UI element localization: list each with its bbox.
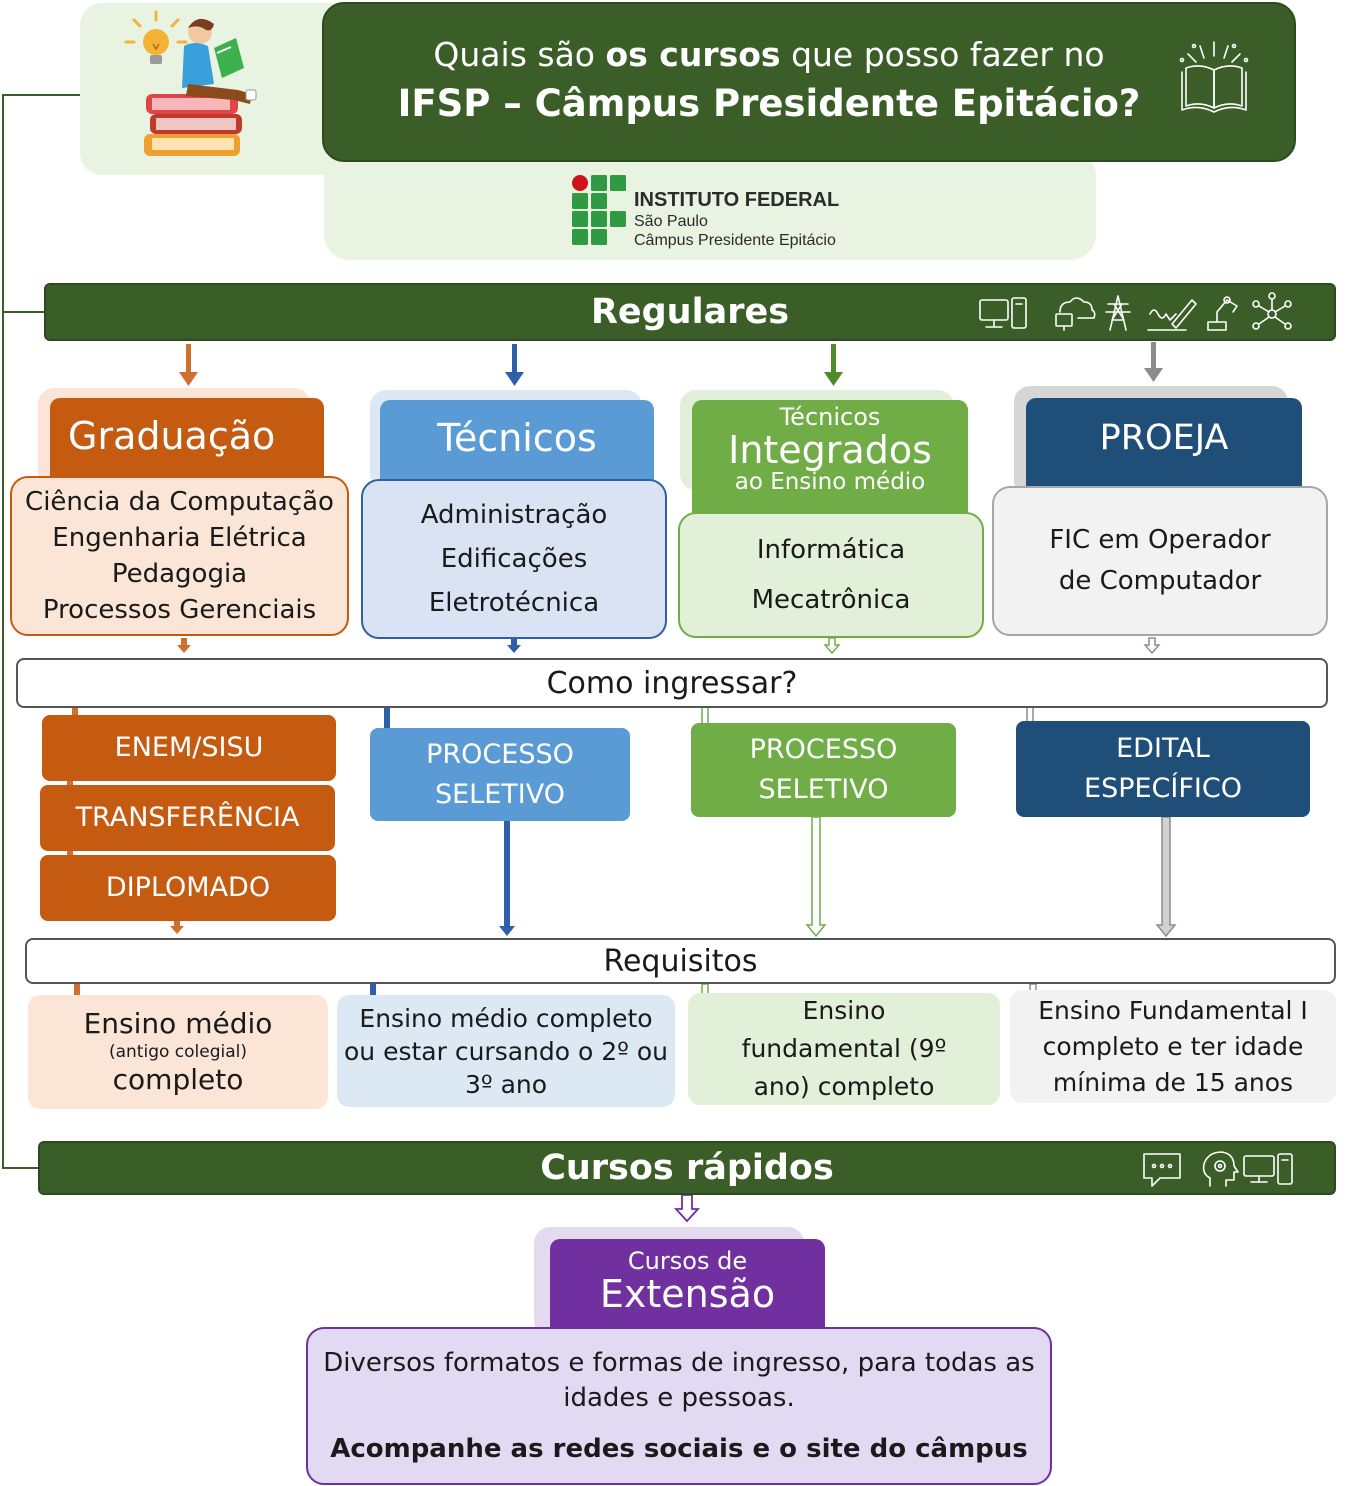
como-ingressar-bar: Como ingressar? [16, 658, 1328, 708]
course-item: Processos Gerenciais [42, 595, 317, 625]
requirement-small: (antigo colegial) [108, 1042, 248, 1062]
arrow-proeja [1144, 342, 1163, 382]
chat-icon [1143, 1153, 1181, 1187]
method-transferencia: TRANSFERÊNCIA [40, 785, 335, 851]
title-line-1-post: que posso fazer no [780, 35, 1105, 74]
title-banner: Quais são os cursos que posso fazer no I… [322, 2, 1296, 162]
method-tecnicos-processo-seletivo: PROCESSO SELETIVO [370, 728, 630, 821]
tecnicos-header: Técnicos [380, 400, 654, 484]
if-logo-icon [572, 175, 626, 245]
method-label-line2: SELETIVO [758, 774, 889, 805]
requirement-tecnicos: Ensino médio completo ou estar cursando … [337, 995, 675, 1107]
computer-icon [979, 297, 1027, 329]
title-line-1-bold: os cursos [605, 35, 781, 74]
proeja-header: PROEJA [1026, 398, 1302, 492]
extensao-description: Diversos formatos e formas de ingresso, … [323, 1348, 1035, 1413]
title-line-2: IFSP – Câmpus Presidente Epitácio? [397, 82, 1141, 125]
title-line-1-pre: Quais são [433, 35, 606, 74]
method-label: ENEM/SISU [114, 732, 264, 763]
extensao-box: Diversos formatos e formas de ingresso, … [306, 1327, 1052, 1485]
integrados-title: Integrados [728, 428, 932, 472]
method-proeja-edital: EDITAL ESPECÍFICO [1016, 721, 1310, 817]
requirement-line1: Ensino médio [83, 1007, 273, 1040]
requirement-graduacao: Ensino médio (antigo colegial) completo [28, 995, 328, 1109]
network-icon [1252, 292, 1292, 330]
graduacao-title: Graduação [68, 414, 276, 458]
requirement-text: Ensino médio completo ou estar cursando … [343, 1003, 669, 1099]
power-tower-icon [1105, 295, 1131, 331]
course-item: Mecatrônica [751, 585, 911, 615]
arrow-tecnicos [505, 344, 524, 386]
integrados-courses: Informática Mecatrônica [678, 512, 984, 638]
course-item: Edificações [440, 544, 588, 574]
requisitos-bar: Requisitos [25, 938, 1336, 984]
robot-arm-icon [1207, 296, 1238, 331]
graduacao-header: Graduação [50, 398, 324, 480]
cursos-rapidos-title: Cursos rápidos [540, 1148, 834, 1188]
requirement-text: Ensino fundamental (9º ano) completo [741, 996, 947, 1101]
requirement-integrados: Ensino fundamental (9º ano) completo [688, 993, 1000, 1105]
title-line-1: Quais são os cursos que posso fazer no [433, 33, 1104, 77]
logo-state: São Paulo [634, 213, 708, 230]
integrados-title-top: Técnicos [779, 403, 881, 431]
method-integrados-processo-seletivo: PROCESSO SELETIVO [691, 723, 956, 817]
open-book-icon [1179, 41, 1249, 113]
course-item: Pedagogia [111, 559, 248, 589]
if-logo-text: INSTITUTO FEDERAL São Paulo Câmpus Presi… [634, 188, 934, 250]
course-item: Eletrotécnica [428, 588, 600, 618]
reader-illustration [124, 10, 257, 156]
regulares-icons [979, 292, 1292, 331]
regulares-bar: Regulares [44, 283, 1336, 341]
method-enem-sisu: ENEM/SISU [42, 715, 336, 781]
arrow-graduacao [179, 344, 198, 386]
course-item: Engenharia Elétrica [52, 523, 307, 553]
cursos-rapidos-icons [1143, 1151, 1293, 1187]
requisitos-title: Requisitos [603, 943, 758, 979]
course-item: Ciência da Computação [25, 487, 334, 517]
extensao-note: Acompanhe as redes sociais e o site do c… [330, 1434, 1028, 1464]
method-label-line1: EDITAL [1116, 733, 1210, 764]
extensao-header: Cursos de Extensão [550, 1239, 825, 1335]
logo-campus: Câmpus Presidente Epitácio [634, 232, 836, 249]
requirement-text: Ensino Fundamental I completo e ter idad… [1038, 995, 1308, 1097]
extensao-title-top: Cursos de [627, 1247, 748, 1275]
course-item: Informática [756, 535, 906, 565]
method-label-line1: PROCESSO [749, 734, 898, 765]
course-item: FIC em Operador de Computador [1049, 525, 1271, 596]
desktop-icon [1243, 1153, 1293, 1185]
course-item: Administração [420, 500, 608, 530]
graduacao-courses: Ciência da Computação Engenharia Elétric… [10, 476, 349, 636]
arrow-integrados [824, 344, 843, 386]
tecnicos-courses: Administração Edificações Eletrotécnica [361, 479, 667, 639]
integrados-header: Técnicos Integrados ao Ensino médio [692, 400, 968, 520]
signature-icon [1147, 299, 1197, 331]
logo-name: INSTITUTO FEDERAL [634, 189, 840, 211]
proeja-title: PROEJA [1099, 418, 1229, 458]
lightbulb-icon [124, 10, 188, 64]
method-diplomado: DIPLOMADO [40, 855, 336, 921]
method-label-line2: ESPECÍFICO [1084, 773, 1242, 804]
method-label-line1: PROCESSO [426, 738, 574, 770]
cloud-icon [1055, 297, 1096, 331]
method-label-line2: SELETIVO [434, 778, 565, 810]
proeja-courses: FIC em Operador de Computador [992, 486, 1328, 636]
requirement-line2: completo [112, 1063, 244, 1096]
cursos-rapidos-bar: Cursos rápidos [38, 1141, 1336, 1195]
logo-panel [324, 150, 1096, 260]
tecnicos-title: Técnicos [437, 416, 597, 460]
regulares-title: Regulares [590, 292, 790, 332]
extensao-title: Extensão [599, 1272, 776, 1316]
method-label: TRANSFERÊNCIA [75, 802, 300, 833]
como-ingressar-title: Como ingressar? [546, 665, 798, 701]
requirement-proeja: Ensino Fundamental I completo e ter idad… [1010, 990, 1336, 1103]
integrados-title-bottom: ao Ensino médio [734, 469, 926, 495]
brain-gear-icon [1202, 1151, 1239, 1187]
method-label: DIPLOMADO [105, 872, 271, 903]
